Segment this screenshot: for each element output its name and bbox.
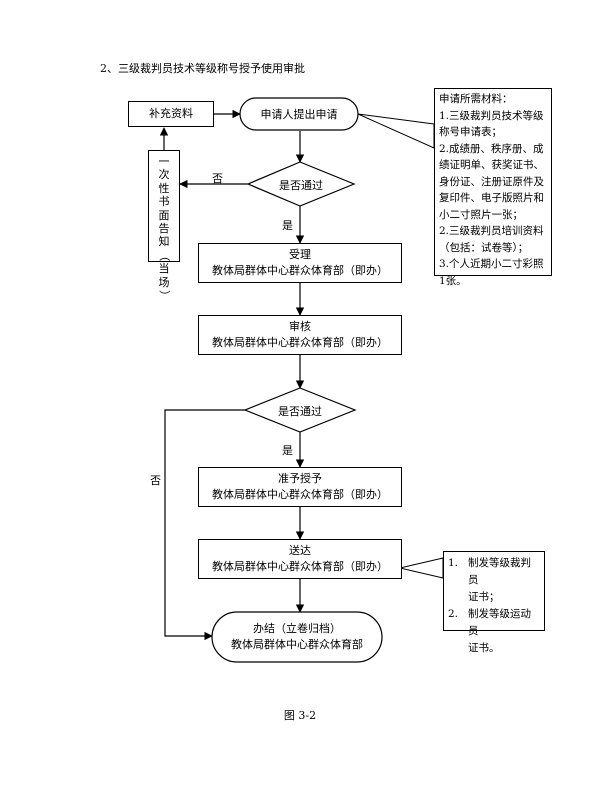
node-review-dept: 教体局群体中心群众体育部（即办） [212,336,388,349]
page-title: 2、三级裁判员技术等级称号授予使用审批 [100,62,305,75]
decision2-shape [243,387,357,433]
node-finish-shape [211,611,383,663]
label-no-1: 否 [212,172,223,185]
node-review: 审核 教体局群体中心群众体育部（即办） [198,315,402,355]
node-finish-dept: 教体局群体中心群众体育部 [231,638,363,651]
node-grant: 准予授予 教体局群体中心群众体育部（即办） [198,467,402,507]
materials-line: 称号申请表； [439,126,502,138]
materials-line: 小二寸照片一张； [439,208,523,221]
node-accept-dept: 教体局群体中心群众体育部（即办） [212,264,388,277]
decision2-label: 是否通过 [278,405,322,418]
node-apply-label: 申请人提出申请 [260,108,338,121]
materials-line: 1张。 [439,274,467,287]
label-yes-2: 是 [282,444,293,457]
materials-line: 2.三级裁判员培训资料 [439,225,544,237]
materials-line: 身份证、注册证原件及 [439,175,544,188]
node-deliver: 送达 教体局群体中心群众体育部（即办） [198,539,402,579]
node-supplement: 补充资料 [128,101,214,127]
deliver-item-number: 1. [448,557,459,569]
deliver-item: 2. 制发等级运动员 证书。 [448,606,540,657]
deliver-item: 1. 制发等级裁判员 证书； [448,555,540,606]
arrow-decision2-to-finish [164,409,245,641]
deliver-callout-pointer [399,557,444,579]
deliver-item-number: 2. [448,608,459,620]
node-accept: 受理 教体局群体中心群众体育部（即办） [198,243,402,283]
notice-char: ） [157,290,171,302]
deliver-item-text: 制发等级运动员 证书。 [468,608,531,654]
materials-line: 1.三级裁判员技术等级 [439,109,544,122]
notice-char: 性 [158,181,170,195]
node-supplement-label: 补充资料 [149,107,193,120]
node-review-title: 审核 [289,320,311,333]
materials-callout-pointer [357,113,435,149]
node-grant-dept: 教体局群体中心群众体育部（即办） [212,488,388,501]
node-notice: 一 次 性 书 面 告 知 （ 当 场 ） [148,150,180,301]
deliver-item-text: 制发等级裁判员 证书； [468,557,531,603]
notice-char: 面 [158,208,170,222]
notice-char: 书 [158,195,170,209]
notice-char: 场 [158,275,170,289]
materials-line: 3.个人近期小二寸彩照 [439,258,544,270]
node-finish-title: 办结（立卷归档） [253,622,341,635]
materials-line: （包括：试卷等）； [439,241,529,254]
notice-char: 次 [158,168,170,182]
node-deliver-title: 送达 [289,544,311,557]
figure-caption: 图 3-2 [283,709,317,722]
node-deliver-dept: 教体局群体中心群众体育部（即办） [212,560,388,573]
decision1-label: 是否通过 [279,179,323,192]
notice-char: 知 [158,235,170,249]
notice-char: （ [157,250,171,262]
materials-line: 申请所需材料： [439,93,513,105]
decision1-shape [246,161,356,207]
notice-char: 当 [158,262,170,276]
notice-char: 一 [158,155,170,168]
deliver-items-note: 1. 制发等级裁判员 证书； 2. 制发等级运动员 证书。 [443,551,545,654]
label-no-2: 否 [150,474,161,487]
materials-line: 2.成绩册、秩序册、成 [439,142,544,155]
materials-line: 复印件、电子版照片和 [439,192,544,204]
notice-char: 告 [158,222,170,236]
node-finish: 办结（立卷归档） 教体局群体中心群众体育部 [214,616,380,658]
materials-note: 申请所需材料： 1.三级裁判员技术等级 称号申请表； 2.成绩册、秩序册、成 绩… [434,88,552,287]
label-yes-1: 是 [282,219,293,232]
materials-line: 绩证明单、获奖证书、 [439,159,544,171]
node-accept-title: 受理 [289,248,311,261]
node-grant-title: 准予授予 [278,472,322,485]
